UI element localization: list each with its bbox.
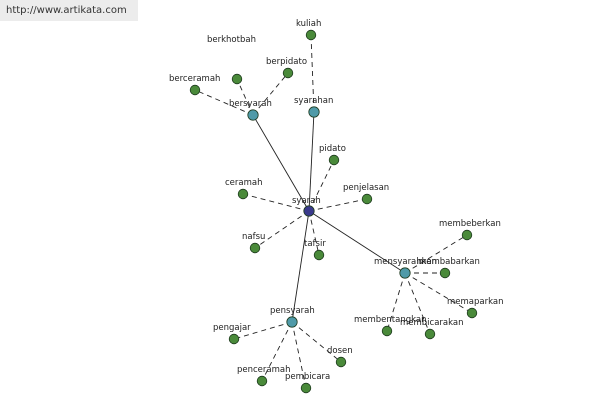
- node-berpidato[interactable]: [282, 67, 294, 79]
- node-label-penceramah: penceramah: [237, 365, 291, 375]
- node-membabarkan[interactable]: [439, 267, 451, 279]
- node-label-membabarkan: membabarkan: [418, 257, 480, 267]
- edge-mensyarahkan-membeberkan: [404, 234, 468, 274]
- node-label-mensyarahkan: mensyarahkan: [374, 257, 437, 267]
- node-label-memaparkan: memaparkan: [447, 297, 503, 307]
- node-bersyarah[interactable]: [247, 109, 259, 121]
- edge-syarah-pidato: [308, 159, 335, 212]
- node-nafsu[interactable]: [249, 242, 261, 254]
- node-membicarakan[interactable]: [424, 328, 436, 340]
- edge-mensyarahkan-memaparkan: [404, 272, 473, 314]
- edge-syarah-bersyarah: [252, 114, 310, 212]
- edge-pensyarah-dosen: [291, 321, 342, 363]
- node-label-syarah: syarah: [292, 196, 321, 206]
- node-pengajar[interactable]: [228, 333, 240, 345]
- node-membentangkan[interactable]: [381, 325, 393, 337]
- node-label-membicarakan: membicarakan: [400, 318, 464, 328]
- edge-mensyarahkan-membentangkan: [386, 272, 406, 332]
- node-label-bersyarah: bersyarah: [229, 99, 272, 109]
- node-layer: [189, 29, 478, 394]
- edge-syarah-syarahan: [308, 111, 315, 212]
- node-membeberkan[interactable]: [461, 229, 473, 241]
- node-label-pidato: pidato: [319, 144, 346, 154]
- node-dosen[interactable]: [335, 356, 347, 368]
- node-penceramah[interactable]: [256, 375, 268, 387]
- node-label-pengajar: pengajar: [213, 323, 251, 333]
- watermark-banner: http://www.artikata.com: [0, 0, 138, 21]
- node-label-berkhotbah: berkhotbah: [207, 35, 256, 45]
- node-tafsir[interactable]: [313, 249, 325, 261]
- edge-pensyarah-pengajar: [233, 321, 293, 340]
- node-label-tafsir: tafsir: [304, 239, 326, 249]
- node-label-pensyarah: pensyarah: [270, 306, 315, 316]
- node-label-berceramah: berceramah: [169, 74, 220, 84]
- edge-bersyarah-berceramah: [194, 89, 254, 116]
- node-pembicara[interactable]: [300, 382, 312, 394]
- watermark-url: http://www.artikata.com: [6, 5, 127, 16]
- node-label-syarahan: syarahan: [294, 96, 333, 106]
- edge-syarah-nafsu: [254, 210, 310, 249]
- node-label-kuliah: kuliah: [296, 19, 321, 29]
- node-label-berpidato: berpidato: [266, 57, 307, 67]
- edge-bersyarah-berkhotbah: [236, 78, 254, 116]
- node-kuliah[interactable]: [305, 29, 317, 41]
- node-penjelasan[interactable]: [361, 193, 373, 205]
- node-label-dosen: dosen: [327, 346, 353, 356]
- node-label-penjelasan: penjelasan: [343, 183, 389, 193]
- node-ceramah[interactable]: [237, 188, 249, 200]
- node-label-membentangkan: membentangkan: [354, 315, 427, 325]
- edge-syarah-penjelasan: [308, 198, 368, 212]
- edge-pensyarah-penceramah: [261, 321, 293, 382]
- node-syarah[interactable]: [303, 205, 315, 217]
- edge-syarahan-kuliah: [310, 34, 315, 113]
- node-pensyarah[interactable]: [286, 316, 298, 328]
- node-berkhotbah[interactable]: [231, 73, 243, 85]
- node-label-ceramah: ceramah: [225, 178, 262, 188]
- node-label-pembicara: pembicara: [285, 372, 330, 382]
- node-memaparkan[interactable]: [466, 307, 478, 319]
- node-pidato[interactable]: [328, 154, 340, 166]
- node-berceramah[interactable]: [189, 84, 201, 96]
- edge-pensyarah-pembicara: [291, 321, 307, 389]
- edge-mensyarahkan-membicarakan: [404, 272, 431, 335]
- node-mensyarahkan[interactable]: [399, 267, 411, 279]
- edge-layer: [194, 34, 473, 389]
- edge-syarah-mensyarahkan: [308, 210, 406, 274]
- node-syarahan[interactable]: [308, 106, 320, 118]
- label-layer: syarah bersyarah syarahan mensyarahkan pensy…: [169, 19, 503, 382]
- node-label-membeberkan: membeberkan: [439, 219, 501, 229]
- edge-syarah-ceramah: [242, 193, 310, 212]
- edge-syarah-tafsir: [308, 210, 320, 256]
- node-label-nafsu: nafsu: [242, 232, 265, 242]
- edge-syarah-pensyarah: [291, 210, 310, 323]
- edge-bersyarah-berpidato: [252, 72, 289, 116]
